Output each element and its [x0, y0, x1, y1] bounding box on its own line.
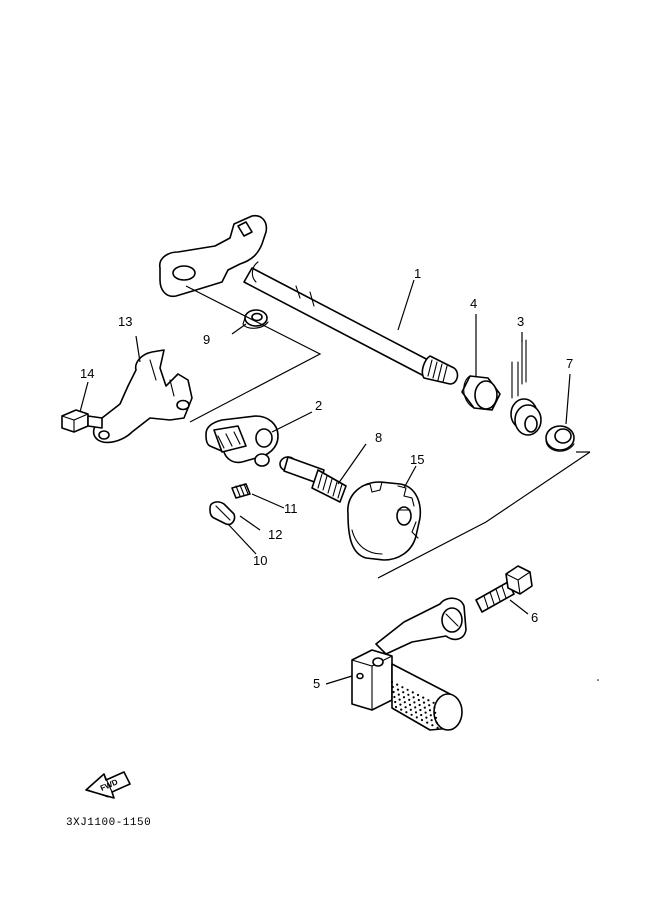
- diagram-code: 3XJ1100-1150: [66, 817, 151, 829]
- callout-15: 15: [410, 452, 424, 467]
- callout-7: 7: [566, 356, 573, 371]
- callout-4: 4: [470, 296, 477, 311]
- oil-seal-7[interactable]: [545, 425, 575, 452]
- spring-12[interactable]: [231, 483, 251, 499]
- forward-arrow-icon: FWD: [85, 771, 131, 799]
- callout-8: 8: [375, 430, 382, 445]
- pawl-10[interactable]: [209, 501, 236, 526]
- torsion-spring[interactable]: [510, 339, 542, 436]
- callout-1: 1: [414, 266, 421, 281]
- callout-2: 2: [315, 398, 322, 413]
- segment-15[interactable]: [347, 481, 422, 561]
- callout-5: 5: [313, 676, 320, 691]
- leader-lines: [79, 279, 591, 685]
- collar-4[interactable]: [461, 375, 501, 411]
- callout-3: 3: [517, 314, 524, 329]
- bolt-14[interactable]: [61, 409, 103, 433]
- shift-arm[interactable]: [205, 415, 279, 467]
- pedal-grip-texture: [390, 680, 439, 729]
- callout-6: 6: [531, 610, 538, 625]
- callout-14: 14: [80, 366, 94, 381]
- stopper-plate[interactable]: [92, 349, 193, 444]
- callout-10: 10: [253, 553, 267, 568]
- callouts: 1 2 3 4 5 6 7 8 9 10 11 12 13 14 15: [80, 266, 573, 691]
- washer-9[interactable]: [242, 309, 269, 329]
- bolt-6[interactable]: [475, 565, 533, 613]
- callout-11: 11: [284, 501, 298, 516]
- stray-mark: [597, 679, 599, 681]
- callout-9: 9: [203, 332, 210, 347]
- shift-pedal[interactable]: [351, 597, 467, 731]
- stopper-bolt[interactable]: [279, 456, 347, 503]
- callout-12: 12: [268, 527, 282, 542]
- shift-shaft[interactable]: [158, 214, 459, 385]
- callout-13: 13: [118, 314, 132, 329]
